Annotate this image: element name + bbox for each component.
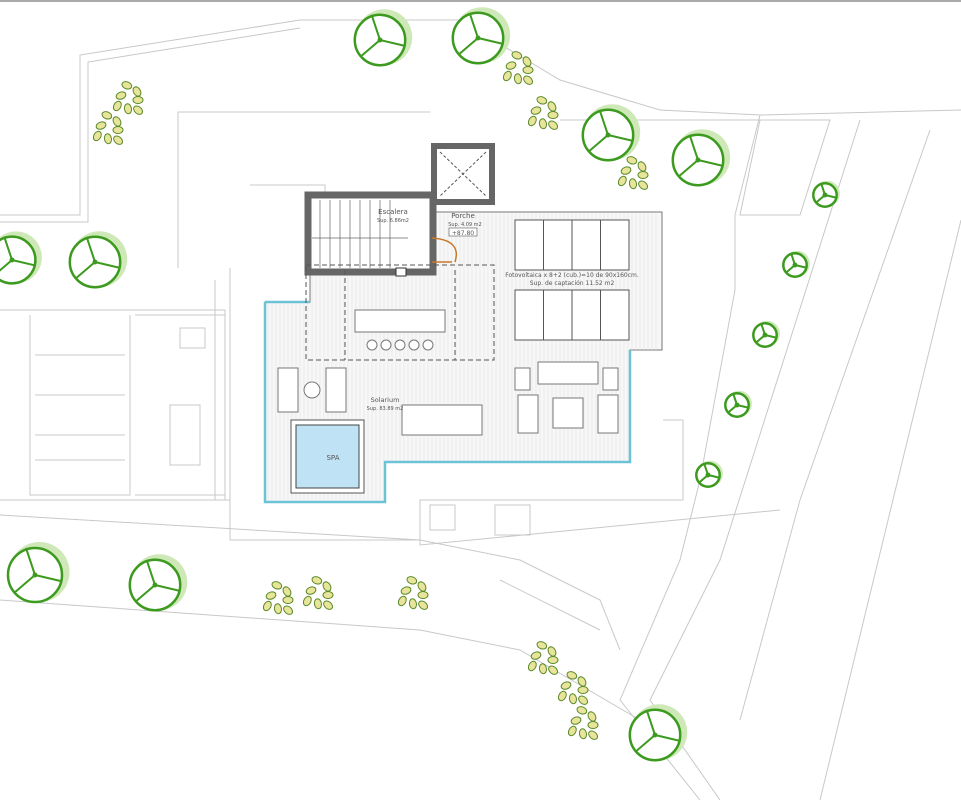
solar-panels	[514, 219, 630, 341]
shrub-icon	[92, 111, 124, 145]
shrub-icon	[557, 671, 589, 705]
solar-panel	[600, 219, 630, 271]
shrub-icon	[502, 51, 534, 85]
level-mark: +87.80	[452, 230, 474, 237]
shrub-icon	[567, 706, 599, 740]
spa-pool	[290, 419, 365, 494]
solar-panel	[571, 289, 601, 341]
stair-label: Escalera	[378, 208, 408, 216]
tree-icon	[628, 704, 688, 762]
tree-icon	[128, 554, 188, 612]
stair-area: Sup. 6.86m2	[377, 218, 409, 224]
tree-icon	[0, 231, 42, 285]
tree-icon	[581, 104, 641, 162]
solar-spec: Fotovoltaica x 8+2 (cub.)=10 de 90x160cm…	[505, 272, 639, 279]
shrubs	[92, 51, 649, 740]
solar-area: Sup. de captación 11.52 m2	[530, 280, 615, 287]
furniture	[277, 361, 619, 436]
solar-panel	[600, 289, 630, 341]
shrub-icon	[262, 581, 294, 615]
porch-area: Sup. 4.09 m2	[448, 222, 481, 228]
tree-icon	[353, 9, 413, 67]
solarium-area: Sup. 83.89 m2	[367, 406, 404, 412]
solar-panel	[543, 219, 573, 271]
shrub-icon	[397, 576, 429, 610]
shrub-icon	[527, 96, 559, 130]
trees	[0, 7, 840, 762]
door-swing	[431, 237, 457, 263]
tree-icon	[752, 320, 780, 348]
solar-panel	[514, 289, 544, 341]
solar-panel	[571, 219, 601, 271]
solarium-label: Solarium	[371, 396, 400, 404]
shrub-icon	[617, 156, 649, 190]
solar-panel	[514, 219, 544, 271]
spa-label: SPA	[326, 454, 339, 462]
tree-icon	[812, 180, 840, 208]
tree-icon	[724, 390, 752, 418]
shrub-icon	[302, 576, 334, 610]
shrub-icon	[112, 81, 144, 115]
tree-icon	[671, 129, 731, 187]
porch-label: Porche	[451, 212, 475, 220]
shrub-icon	[527, 641, 559, 675]
stair-core	[304, 143, 495, 361]
solar-panel	[543, 289, 573, 341]
tree-icon	[6, 542, 70, 604]
pool-edge-railing	[263, 300, 632, 504]
pergola	[305, 264, 495, 361]
tree-icon	[451, 7, 511, 65]
tree-icon	[68, 231, 128, 289]
tree-icon	[695, 460, 723, 488]
tree-icon	[782, 250, 810, 278]
